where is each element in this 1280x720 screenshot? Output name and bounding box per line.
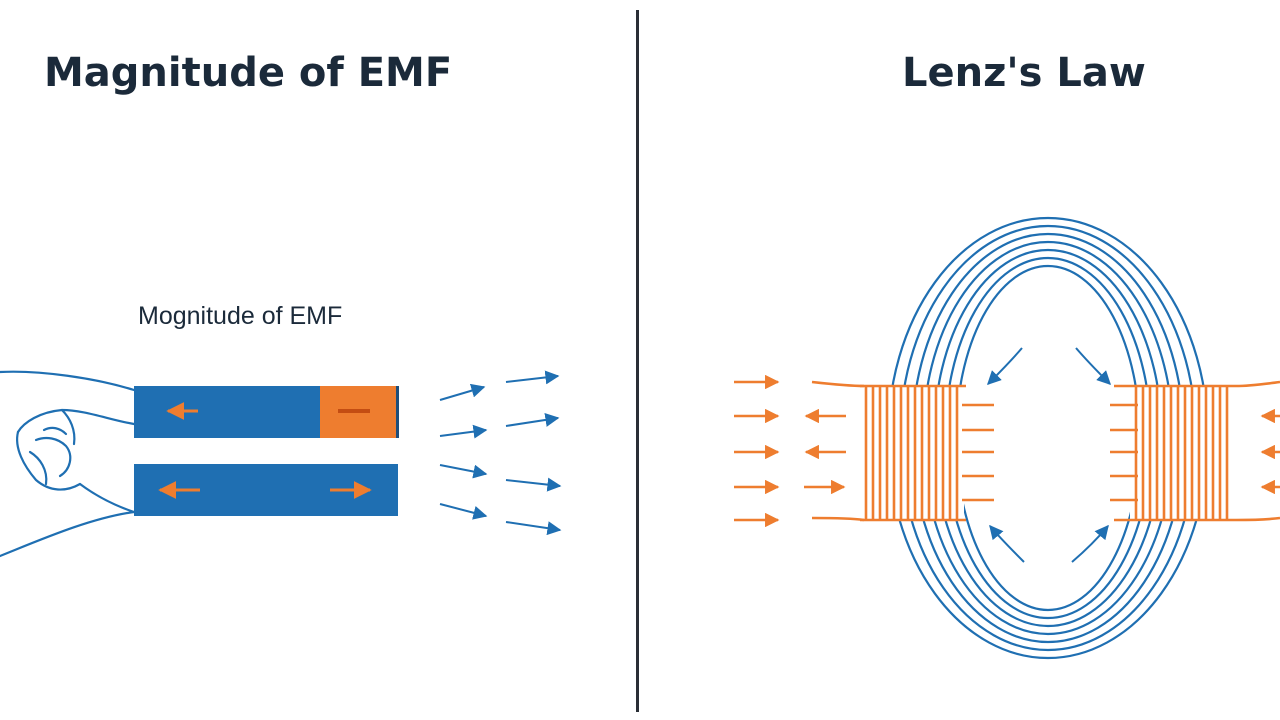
left-coil xyxy=(811,380,994,522)
bottom-bar-magnet xyxy=(134,464,398,516)
incoming-flux-arrows xyxy=(734,374,780,528)
right-coil xyxy=(1110,380,1280,522)
magnitude-of-emf-diagram xyxy=(0,370,562,558)
top-bar-magnet xyxy=(134,386,399,438)
left-panel-subtitle: Mognitude of EMF xyxy=(138,302,343,330)
left-panel-title: Magnitude of EMF xyxy=(44,50,453,96)
opposing-flux-arrows-left xyxy=(804,408,846,495)
lenzs-law-diagram xyxy=(734,216,1280,660)
opposing-flux-arrows-right xyxy=(1260,408,1280,495)
hand-icon xyxy=(0,370,136,558)
right-panel-title: Lenz's Law xyxy=(902,50,1146,96)
panel-divider xyxy=(636,10,639,712)
magnetic-field-arrows xyxy=(439,370,562,536)
induced-current-arrows xyxy=(987,347,1111,563)
